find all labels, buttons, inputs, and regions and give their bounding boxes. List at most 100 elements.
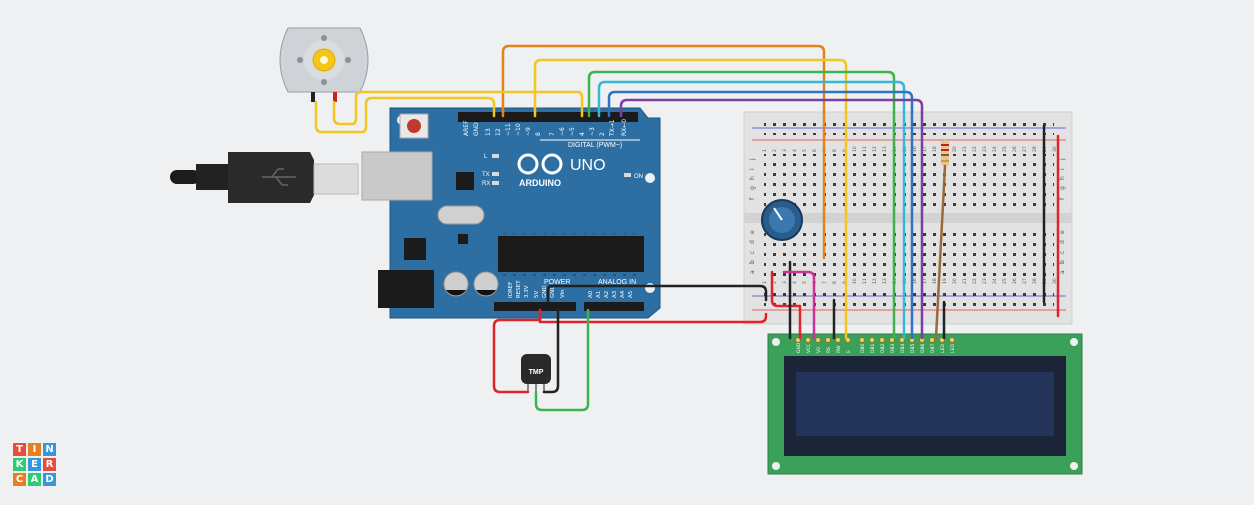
lcd-pin[interactable]	[835, 337, 841, 343]
digital-pin-label: ~11	[505, 123, 512, 136]
breadboard-row-letter: a	[749, 270, 756, 274]
lcd-pin-label: DB7	[930, 343, 936, 353]
usb-cable[interactable]	[170, 152, 359, 203]
breadboard-column-number: 22	[972, 278, 978, 284]
wire-green-d5[interactable]	[587, 70, 896, 340]
tmp36-temperature-sensor[interactable]: TMP	[521, 354, 551, 392]
breadboard-column-number: 8	[832, 281, 838, 284]
power-analog-pin-label: IOREF	[508, 282, 514, 298]
breadboard-row-letter: j	[749, 158, 756, 161]
wire-brown[interactable]	[934, 164, 947, 340]
arduino-infinity-logo-icon	[517, 153, 563, 175]
reset-button[interactable]	[399, 113, 429, 139]
breadboard-column-number: 4	[792, 149, 798, 152]
breadboard-row-letter: e	[1059, 230, 1066, 234]
breadboard-column-number: 27	[1022, 278, 1028, 284]
wire-black-tmp[interactable]	[542, 308, 560, 394]
power-pin-header[interactable]	[494, 302, 576, 311]
power-analog-pin-label: RESET	[516, 280, 522, 298]
breadboard-row-letter: a	[1059, 270, 1066, 274]
wire-red-tmp[interactable]	[492, 308, 542, 394]
lcd-pin[interactable]	[869, 337, 875, 343]
lcd-pin-label: RS	[826, 347, 832, 353]
wire-orange[interactable]	[501, 44, 826, 260]
power-analog-pin-label: A5	[628, 290, 634, 298]
breadboard-column-number: 2	[772, 281, 778, 284]
power-analog-pin-label: GND	[550, 285, 556, 298]
breadboard-row-letter: f	[749, 197, 756, 200]
power-analog-pin-label: 3.3V	[524, 285, 530, 298]
lcd-pin[interactable]	[815, 337, 821, 343]
wires[interactable]	[314, 44, 1060, 412]
wire-black-gnd[interactable]	[546, 284, 768, 304]
wire-purple[interactable]	[619, 98, 924, 340]
led-rx-label: RX	[482, 181, 490, 187]
breadboard-column-number: 11	[862, 146, 868, 152]
digital-pin-header[interactable]	[458, 112, 638, 122]
logo-letter: D	[43, 473, 56, 486]
digital-pin-label: 8	[535, 132, 542, 136]
power-analog-pin-label: 5V	[534, 291, 540, 298]
power-analog-pin-label: A1	[596, 291, 602, 298]
usb-symbol-icon	[262, 168, 296, 186]
breadboard-column-number: 1	[762, 149, 768, 152]
breadboard-row-letter: e	[749, 230, 756, 234]
wire-yellow-motor[interactable]	[314, 96, 496, 134]
lcd-pin-label: LED	[950, 344, 956, 353]
wire-green-a0[interactable]	[534, 308, 590, 412]
lcd-pin-label: E	[846, 350, 852, 353]
breadboard-row-letter: c	[1059, 251, 1066, 254]
tmp-sensor-label: TMP	[529, 369, 544, 376]
resistor[interactable]	[941, 140, 949, 166]
breadboard-row-letter: g	[749, 186, 756, 190]
analog-pin-header[interactable]	[584, 302, 644, 311]
lcd-pin[interactable]	[879, 337, 885, 343]
lcd-pin-label: DB2	[880, 343, 886, 353]
breadboard-column-number: 26	[1012, 278, 1018, 284]
digital-pin-label: GND	[473, 122, 480, 136]
breadboard-row-letter: h	[749, 176, 756, 180]
breadboard-row-letter: i	[1059, 168, 1066, 170]
logo-letter: C	[13, 473, 26, 486]
lcd-pin-label: DB0	[860, 343, 866, 353]
potentiometer[interactable]	[761, 199, 803, 241]
digital-pin-label: TX→1	[609, 119, 616, 137]
wire-red-5v[interactable]	[538, 308, 768, 324]
breadboard-column-number: 19	[942, 278, 948, 284]
wire-blue[interactable]	[607, 90, 914, 340]
logo-letter: A	[28, 473, 41, 486]
wire-cyan[interactable]	[597, 80, 906, 340]
power-analog-pin-label: A3	[612, 290, 618, 298]
wire-pink[interactable]	[782, 270, 816, 340]
breadboard-row-letter: d	[1059, 240, 1066, 244]
wire-yellow[interactable]	[533, 58, 848, 340]
breadboard-column-number: 22	[972, 146, 978, 152]
lcd-pin[interactable]	[825, 337, 831, 343]
arduino-brand-label: ARDUINO	[519, 178, 561, 188]
breadboard-column-number: 30	[1052, 146, 1058, 152]
lcd-pin-label: DB6	[920, 343, 926, 353]
dc-motor[interactable]	[279, 27, 369, 102]
breadboard-column-number: 7	[822, 281, 828, 284]
wire-yellow-motor-2[interactable]	[332, 90, 584, 126]
lcd-pin[interactable]	[949, 337, 955, 343]
lcd-pin[interactable]	[929, 337, 935, 343]
breadboard[interactable]: 1234567891011121314151617181920212223242…	[743, 111, 1073, 325]
logo-letter: N	[43, 443, 56, 456]
lcd-pin[interactable]	[859, 337, 865, 343]
logo-letter: I	[28, 443, 41, 456]
lcd-pin-label: GND	[796, 342, 802, 353]
digital-pin-label: 4	[579, 132, 586, 136]
breadboard-row-letter: g	[1059, 186, 1066, 190]
lcd-pin[interactable]	[805, 337, 811, 343]
wire-red-vcc[interactable]	[770, 270, 802, 340]
breadboard-row-letter: d	[749, 240, 756, 244]
breadboard-row-letter: h	[1059, 176, 1066, 180]
breadboard-column-number: 16	[912, 146, 918, 152]
